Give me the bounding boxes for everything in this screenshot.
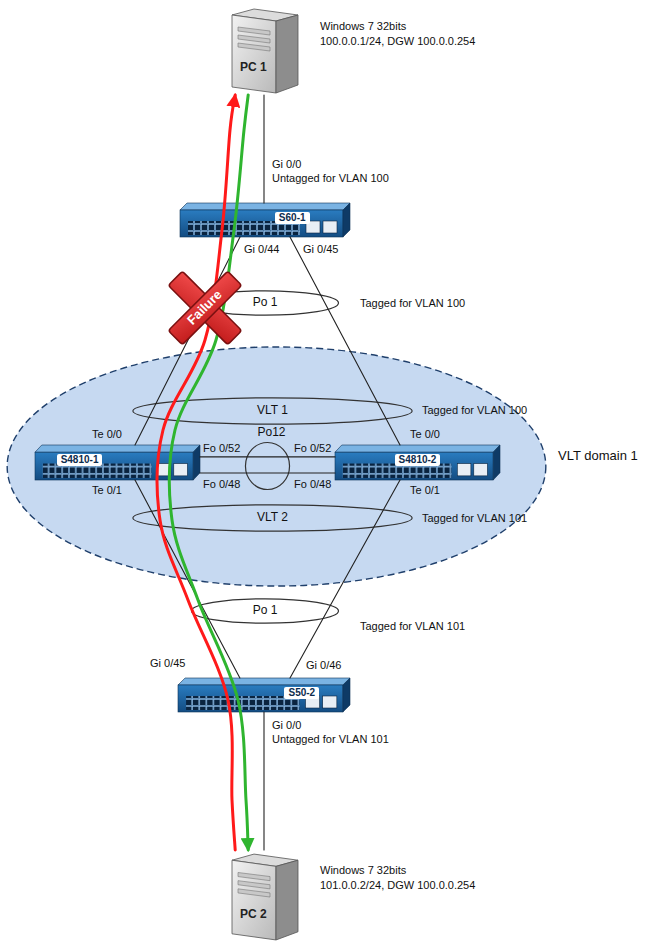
sw-graphic xyxy=(178,678,350,712)
port-label: 101.0.0.2/24, DGW 100.0.0.254 xyxy=(320,879,475,892)
switch-top xyxy=(335,445,500,452)
port-label: Untagged for VLAN 101 xyxy=(272,733,389,746)
uplink-slot xyxy=(174,464,188,476)
pc-side xyxy=(276,15,298,93)
node-label: Po12 xyxy=(257,426,285,440)
switch-box: S50-2 xyxy=(178,678,350,712)
bundle-oval: VLT 1 xyxy=(130,397,415,425)
ovalv-graphic xyxy=(245,441,290,491)
bundle-oval: Po 1 xyxy=(190,598,340,624)
port-label: Tagged for VLAN 100 xyxy=(422,404,527,417)
uplink-slot xyxy=(474,464,488,476)
port-label: Fo 0/52 xyxy=(294,442,331,455)
bundle-ellipse xyxy=(133,505,412,531)
switch-front xyxy=(335,452,493,480)
drive-bay xyxy=(238,881,270,889)
link-line xyxy=(263,95,264,203)
pc-front xyxy=(232,860,276,940)
port-label: Gi 0/44 xyxy=(244,243,279,256)
drive-bay xyxy=(238,35,270,43)
switch-side xyxy=(343,678,350,712)
port-label: Fo 0/52 xyxy=(203,442,240,455)
node-label: VLT 2 xyxy=(257,511,288,525)
port-label: Gi 0/45 xyxy=(303,243,338,256)
port-label: Gi 0/0 xyxy=(272,158,301,171)
bundle-ellipse xyxy=(245,443,289,490)
node-label: VLT 1 xyxy=(257,404,288,418)
drive-bay xyxy=(238,43,270,51)
cross-bar xyxy=(168,271,242,345)
pc-icon: PC 2 xyxy=(228,850,300,942)
drive-bay xyxy=(238,889,270,897)
port-label: Untagged for VLAN 100 xyxy=(272,172,389,185)
node-label: Po 1 xyxy=(253,604,278,618)
bundle-oval: Po12 xyxy=(245,441,290,491)
flow-arrow xyxy=(169,95,248,850)
link-line xyxy=(200,456,335,457)
vlt-domain: VLT domain 1VLT 1S4810-1Po12S4810-2VLT 2 xyxy=(5,345,548,588)
link-line xyxy=(263,712,264,850)
pc-graphic xyxy=(228,5,300,95)
port-label: Tagged for VLAN 101 xyxy=(360,620,465,633)
drive-bay xyxy=(238,872,270,880)
node-label: S60-1 xyxy=(275,212,310,224)
node-label: S4810-2 xyxy=(395,454,441,466)
pc-side xyxy=(276,860,298,940)
port-label: Te 0/0 xyxy=(410,428,440,441)
port-label: Tagged for VLAN 101 xyxy=(422,512,527,525)
link-line xyxy=(135,237,240,445)
uplink-slot xyxy=(323,221,337,233)
port-label: Gi 0/45 xyxy=(150,657,185,670)
link-line xyxy=(135,480,240,678)
cross-bar xyxy=(168,271,242,345)
port-label: Fo 0/48 xyxy=(203,478,240,491)
link-line xyxy=(290,480,400,678)
port-rows xyxy=(343,464,452,478)
port-label: Tagged for VLAN 100 xyxy=(360,297,465,310)
switch-top xyxy=(178,678,350,685)
pc-icon: PC 1 xyxy=(228,5,300,95)
port-label: Windows 7 32bits xyxy=(320,20,406,33)
domain-ellipse xyxy=(7,347,546,586)
node-label: VLT domain 1 xyxy=(558,449,638,464)
switch-box: S4810-2 xyxy=(335,445,500,480)
node-label: PC 1 xyxy=(240,61,267,75)
switch-top xyxy=(35,445,200,452)
port-rows xyxy=(43,464,152,478)
drive-bay xyxy=(238,27,270,35)
switch-top xyxy=(180,203,350,210)
switch-box: S4810-1 xyxy=(35,445,200,480)
node-label: PC 2 xyxy=(240,908,267,922)
switch-front xyxy=(180,210,343,237)
switch-box: S60-1 xyxy=(180,203,350,237)
switch-side xyxy=(343,203,350,237)
port-label: 100.0.0.1/24, DGW 100.0.0.254 xyxy=(320,35,475,48)
port-rows xyxy=(186,696,299,710)
port-label: Gi 0/0 xyxy=(272,719,301,732)
link-line xyxy=(200,472,335,473)
node-label: Po 1 xyxy=(253,296,278,310)
port-label: Te 0/1 xyxy=(92,484,122,497)
bundle-ellipse xyxy=(192,599,339,623)
node-label: S4810-1 xyxy=(57,454,103,466)
port-label: Te 0/1 xyxy=(410,484,440,497)
node-label: S50-2 xyxy=(284,687,319,699)
switch-side xyxy=(193,445,200,480)
port-label: Te 0/0 xyxy=(92,428,122,441)
pc-graphic xyxy=(228,850,300,942)
port-label: Windows 7 32bits xyxy=(320,864,406,877)
port-label: Gi 0/46 xyxy=(306,659,341,672)
failure-mark: Failure xyxy=(167,270,243,346)
sw-graphic xyxy=(180,203,350,237)
switch-front xyxy=(178,685,343,712)
uplink-slot xyxy=(457,464,471,476)
uplink-slot xyxy=(323,696,337,708)
port-label: Fo 0/48 xyxy=(294,478,331,491)
pc-front xyxy=(232,15,276,93)
link-line xyxy=(290,237,400,445)
switch-side xyxy=(493,445,500,480)
